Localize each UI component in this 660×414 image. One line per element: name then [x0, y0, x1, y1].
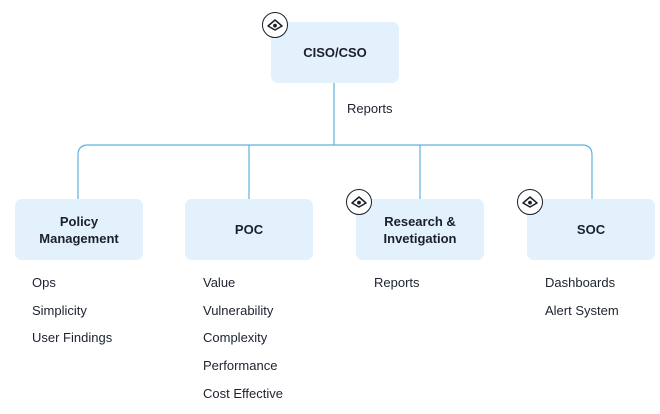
eye-badge-icon: [517, 189, 543, 215]
list-item: Vulnerability: [203, 302, 274, 318]
node-title-line: SOC: [576, 222, 606, 237]
node-poc: POC: [185, 199, 313, 260]
list-item: Dashboards: [545, 275, 616, 290]
root-node-box: CISO/CSO: [271, 22, 399, 83]
branch-line: [77, 144, 593, 199]
list-item: Ops: [32, 275, 56, 290]
soc-items: Dashboards Alert System: [545, 275, 619, 330]
edge-label-reports: Reports: [347, 101, 393, 116]
policy-management-items: Ops Simplicity User Findings: [32, 275, 112, 358]
eye-badge-icon: [346, 189, 372, 215]
eye-badge-icon: [262, 12, 288, 38]
root-node-label: CISO/CSO: [303, 45, 367, 60]
list-item: Simplicity: [32, 302, 87, 318]
node-research-investigation: Research & Invetigation: [356, 199, 484, 260]
node-soc: SOC: [527, 199, 655, 260]
node-title-line: POC: [234, 222, 264, 237]
node-title-line: Policy: [59, 213, 99, 229]
node-policy-management: Policy Management: [15, 199, 143, 260]
poc-items: Value Vulnerability Complexity Performan…: [203, 275, 283, 413]
list-item: Reports: [374, 275, 420, 290]
list-item: Cost Effective: [203, 385, 283, 401]
research-items: Reports: [374, 275, 420, 303]
list-item: Value: [203, 275, 236, 290]
list-item: Complexity: [203, 330, 268, 346]
node-title-line: Invetigation: [383, 230, 457, 246]
list-item: Alert System: [545, 302, 619, 318]
list-item: Performance: [203, 358, 278, 374]
node-title-line: Management: [39, 230, 119, 246]
list-item: User Findings: [32, 330, 113, 346]
node-title-line: Research &: [384, 213, 456, 229]
